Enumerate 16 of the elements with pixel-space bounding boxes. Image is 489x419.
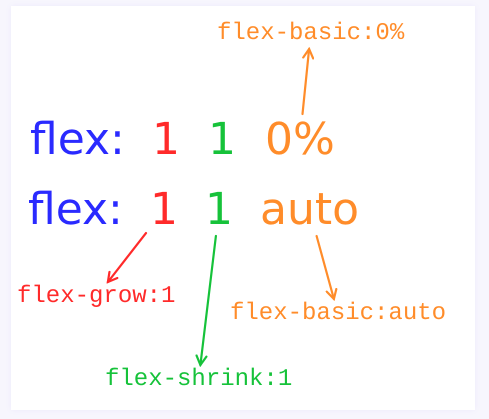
value-text: 1 — [152, 118, 180, 162]
arrow — [106, 232, 148, 284]
arrow — [195, 234, 217, 366]
value-text: 0% — [265, 118, 335, 162]
arrow — [316, 234, 338, 300]
value-text: 1 — [208, 118, 236, 162]
value-text: 1 — [150, 188, 178, 232]
value-text: auto — [260, 188, 360, 232]
arrow — [301, 48, 314, 116]
property-name: flex: — [28, 188, 123, 232]
annotation-text: flex-grow:1 — [17, 285, 176, 309]
annotation-text: flex-basic:0% — [217, 22, 404, 46]
annotation-text: flex-shrink:1 — [105, 368, 292, 392]
value-text: 1 — [205, 188, 233, 232]
property-name: flex: — [30, 118, 125, 162]
annotation-text: flex-basic:auto — [230, 302, 446, 326]
